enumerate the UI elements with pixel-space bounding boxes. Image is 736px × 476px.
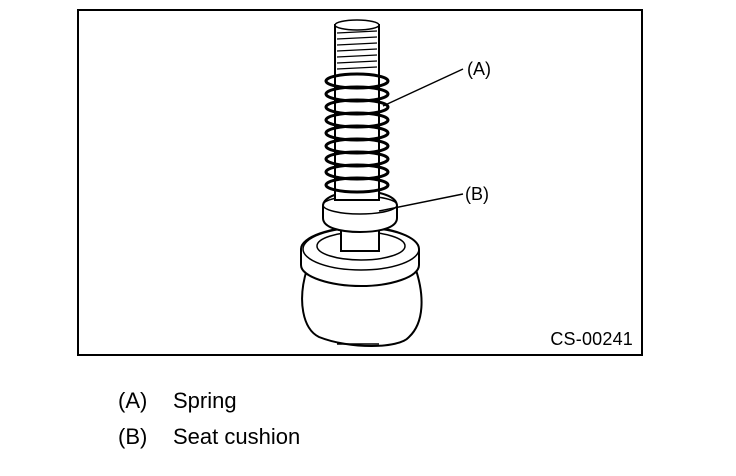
callout-a: (A) bbox=[467, 59, 491, 79]
legend-key: (A) bbox=[118, 388, 148, 413]
spring bbox=[324, 72, 390, 194]
legend-text: Spring bbox=[173, 388, 237, 413]
callout-b: (B) bbox=[465, 184, 489, 204]
legend-text: Seat cushion bbox=[173, 424, 301, 449]
shock-absorber-diagram: (A) (B) bbox=[300, 19, 491, 347]
legend-key: (B) bbox=[118, 424, 148, 449]
legend: (A) Spring (B) Seat cushion bbox=[118, 383, 300, 455]
legend-item-seat-cushion: (B) Seat cushion bbox=[118, 419, 300, 455]
figure-frame: (A) (B) CS-00241 bbox=[77, 9, 643, 356]
legend-item-spring: (A) Spring bbox=[118, 383, 300, 419]
leader-line-a bbox=[382, 68, 464, 107]
figure-code: CS-00241 bbox=[550, 329, 633, 349]
leader-line-b bbox=[378, 193, 464, 212]
base-cushion bbox=[301, 265, 423, 347]
